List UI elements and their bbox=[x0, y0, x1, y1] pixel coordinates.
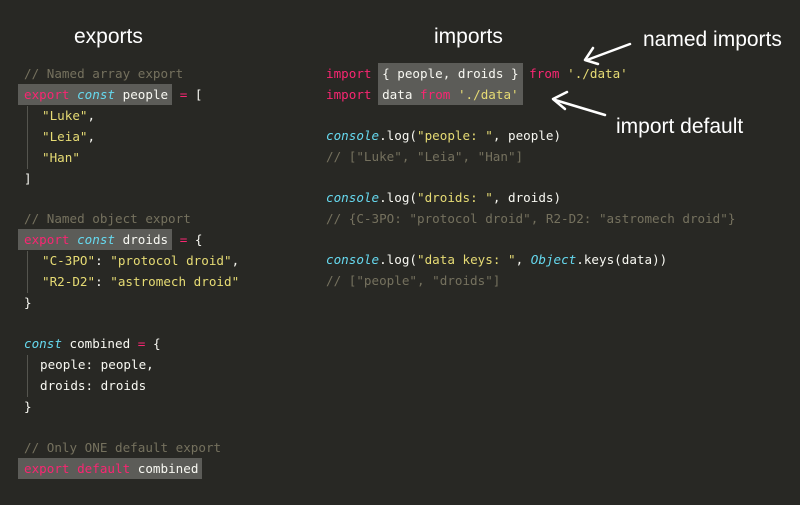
comment-named-array-export: // Named array export bbox=[24, 66, 184, 81]
log-data-keys-output: // ["people", "droids"] bbox=[326, 273, 501, 288]
array-item-luke: "Luke", bbox=[42, 108, 96, 123]
droids-identifier: droids bbox=[122, 232, 169, 247]
const-keyword: const bbox=[24, 336, 62, 351]
combined-close-brace: } bbox=[24, 399, 32, 414]
named-import-bindings: { people, droids } bbox=[378, 63, 523, 84]
indent-guide-array bbox=[27, 106, 28, 169]
module-path: './data' bbox=[457, 87, 519, 102]
log-people-output: // ["Luke", "Leia", "Han"] bbox=[326, 149, 524, 164]
array-export-line: export const people = [ bbox=[18, 84, 203, 105]
export-keyword: export bbox=[24, 232, 70, 247]
array-close-bracket: ] bbox=[24, 171, 32, 186]
import-keyword: import bbox=[326, 66, 372, 81]
indent-guide-object bbox=[27, 251, 28, 293]
from-keyword: from bbox=[420, 87, 451, 102]
named-imports-arrow bbox=[583, 42, 632, 66]
named-import-statement: import { people, droids } from './data' bbox=[326, 63, 628, 84]
default-import-statement: import data from './data' bbox=[326, 84, 523, 105]
const-keyword: const bbox=[77, 232, 116, 247]
import-default-label: import default bbox=[616, 115, 744, 138]
imports-heading: imports bbox=[434, 25, 503, 48]
log-data-keys-line: console.log("data keys: ", Object.keys(d… bbox=[326, 252, 668, 267]
comment-named-object-export: // Named object export bbox=[24, 211, 191, 226]
log-droids-line: console.log("droids: ", droids) bbox=[326, 190, 562, 205]
assign-operator: = bbox=[137, 336, 146, 351]
export-keyword: export bbox=[24, 461, 70, 476]
object-export-line: export const droids = { bbox=[18, 229, 203, 250]
combined-droids-entry: droids: droids bbox=[40, 378, 147, 393]
combined-people-entry: people: people, bbox=[40, 357, 154, 372]
default-keyword: default bbox=[77, 461, 131, 476]
import-keyword: import bbox=[326, 87, 372, 102]
array-open-bracket: [ bbox=[194, 87, 203, 102]
default-export-line: export default combined bbox=[18, 458, 203, 479]
people-identifier: people bbox=[122, 87, 169, 102]
array-item-leia: "Leia", bbox=[42, 129, 96, 144]
import-default-arrow bbox=[551, 90, 607, 117]
default-import-binding: data bbox=[382, 87, 413, 102]
combined-open-brace: { bbox=[152, 336, 161, 351]
assign-operator: = bbox=[179, 87, 188, 102]
const-keyword: const bbox=[77, 87, 116, 102]
log-people-line: console.log("people: ", people) bbox=[326, 128, 562, 143]
object-close-brace: } bbox=[24, 295, 32, 310]
object-open-brace: { bbox=[194, 232, 203, 247]
module-path: './data' bbox=[567, 66, 628, 81]
exports-heading: exports bbox=[74, 25, 143, 48]
from-keyword: from bbox=[529, 66, 560, 81]
indent-guide-combined bbox=[27, 355, 28, 397]
object-entry-r2d2: "R2-D2": "astromech droid" bbox=[42, 274, 240, 289]
combined-identifier: combined bbox=[137, 461, 199, 476]
array-item-han: "Han" bbox=[42, 150, 80, 165]
combined-identifier: combined bbox=[69, 336, 131, 351]
object-entry-c3po: "C-3PO": "protocol droid", bbox=[42, 253, 240, 268]
named-imports-label: named imports bbox=[643, 28, 782, 51]
combined-declaration: const combined = { bbox=[24, 333, 161, 354]
log-droids-output: // {C-3PO: "protocol droid", R2-D2: "ast… bbox=[326, 211, 736, 226]
assign-operator: = bbox=[179, 232, 188, 247]
export-keyword: export bbox=[24, 87, 70, 102]
comment-default-export: // Only ONE default export bbox=[24, 440, 222, 455]
